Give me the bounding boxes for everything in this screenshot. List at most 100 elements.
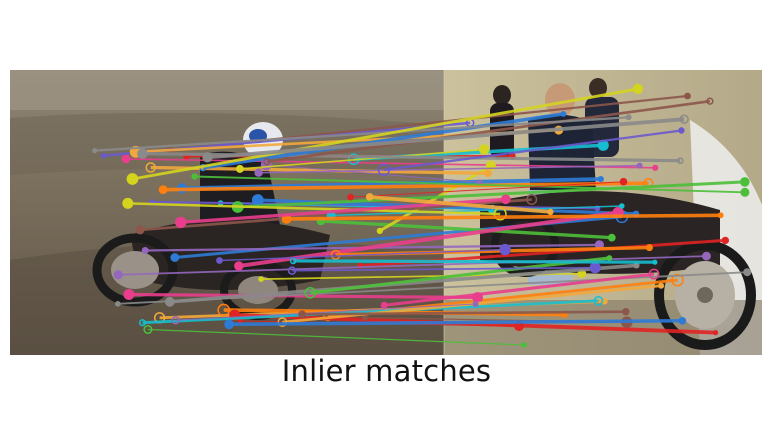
circle-marker-icon [234,261,244,271]
circle-marker-icon [521,342,527,348]
circle-marker-icon [606,255,613,261]
circle-marker-icon [113,270,123,280]
match-line [331,205,622,216]
circle-marker-icon [526,193,538,206]
circle-marker-icon [645,244,653,252]
match-line [350,181,624,198]
circle-marker-icon [648,268,660,280]
circle-marker-icon [100,153,107,159]
match-line [369,195,551,214]
circle-marker-icon [658,282,665,289]
circle-marker-icon [706,97,714,105]
circle-marker-icon [593,295,604,306]
circle-marker-icon [477,179,483,185]
circle-marker-icon [254,168,263,177]
circle-marker-icon [141,247,149,254]
circle-marker-icon [135,225,145,235]
match-line [291,266,596,272]
circle-marker-icon [145,162,156,173]
match-line [266,164,480,183]
circle-marker-icon [258,276,264,282]
circle-marker-icon [277,317,288,327]
match-line [258,164,640,174]
circle-marker-icon [126,173,139,185]
circle-marker-icon [365,193,374,201]
circle-marker-icon [560,111,567,117]
match-line [286,213,721,221]
match-line [310,256,610,295]
circle-marker-icon [619,177,628,186]
match-line [94,116,629,152]
circle-marker-icon [547,208,554,216]
circle-marker-icon [330,249,341,260]
circle-marker-icon [740,177,750,187]
match-line [117,271,748,305]
circle-marker-icon [235,164,244,173]
circle-marker-icon [171,316,180,325]
circle-marker-icon [636,162,643,169]
circle-marker-icon [287,266,297,275]
circle-marker-icon [251,194,264,206]
match-line [219,248,506,262]
circle-marker-icon [191,173,198,180]
circle-marker-icon [158,185,168,195]
match-line [142,299,599,325]
circle-marker-icon [472,301,479,307]
match-line [384,272,655,307]
circle-marker-icon [678,127,685,134]
circle-marker-icon [361,314,368,321]
circle-marker-icon [678,317,687,325]
circle-marker-icon [652,164,659,171]
circle-marker-icon [633,262,640,269]
circle-marker-icon [217,303,231,317]
circle-marker-icon [304,286,317,299]
match-line [320,219,612,240]
match-line [132,87,639,181]
circle-marker-icon [625,114,632,121]
circle-marker-icon [121,154,131,164]
circle-marker-icon [137,148,148,159]
circle-marker-icon [743,268,752,277]
circle-marker-icon [237,318,243,324]
circle-marker-icon [684,92,691,100]
circle-marker-icon [170,253,180,262]
circle-marker-icon [702,251,711,261]
circle-marker-icon [376,227,383,234]
circle-marker-icon [122,197,134,209]
circle-marker-icon [589,262,601,274]
match-line [229,319,683,327]
match-line [239,148,485,170]
circle-marker-icon [484,169,492,178]
circle-marker-icon [597,139,609,151]
match-line [163,181,649,192]
circle-marker-icon [298,310,306,319]
match-line [127,202,501,216]
circle-marker-icon [175,216,187,229]
circle-marker-icon [632,83,644,94]
match-line [383,129,682,172]
match-line [147,328,525,346]
circle-marker-icon [115,301,121,307]
circle-marker-icon [263,157,271,166]
circle-marker-icon [619,203,625,209]
match-line [302,310,626,316]
inlier-matches-figure [10,70,762,355]
circle-marker-icon [671,273,684,287]
circle-marker-icon [202,152,213,163]
circle-marker-icon [622,308,630,316]
circle-marker-icon [607,233,616,242]
circle-marker-icon [377,163,390,177]
circle-marker-icon [123,289,135,300]
match-lines-layer [92,83,752,348]
circle-marker-icon [597,176,604,183]
match-line [128,292,478,300]
match-line [293,259,655,264]
circle-marker-icon [501,194,511,205]
circle-marker-icon [92,148,98,154]
match-line [207,117,685,160]
circle-marker-icon [216,257,223,264]
circle-marker-icon [143,324,153,335]
match-line [266,99,711,164]
circle-marker-icon [652,259,658,265]
circle-marker-icon [676,157,684,165]
